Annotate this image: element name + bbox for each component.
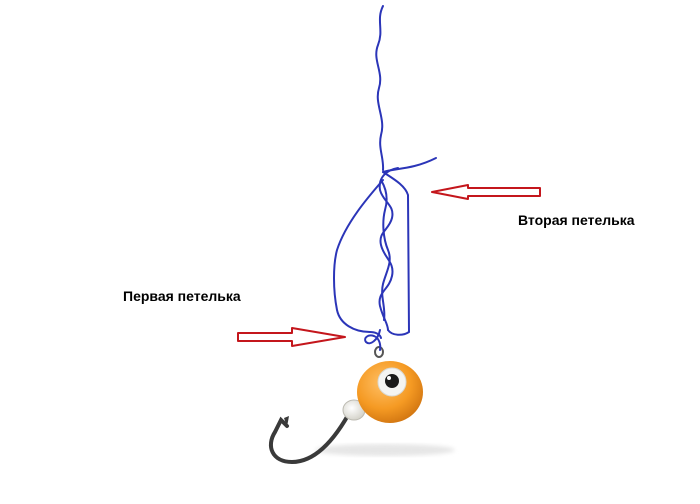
- hook-icon: [269, 406, 354, 465]
- jig-head-icon: [357, 361, 423, 423]
- arrow-first-loop-icon: [237, 327, 346, 347]
- pupil-icon: [385, 374, 399, 388]
- jig-shadow: [315, 444, 455, 456]
- eye-highlight-icon: [387, 376, 391, 380]
- fishing-line: [333, 5, 437, 351]
- first-loop-label: Первая петелька: [123, 288, 241, 304]
- arrow-second-loop-icon: [431, 184, 541, 200]
- eyelet-icon: [374, 346, 384, 358]
- second-loop-label: Вторая петелька: [518, 212, 635, 228]
